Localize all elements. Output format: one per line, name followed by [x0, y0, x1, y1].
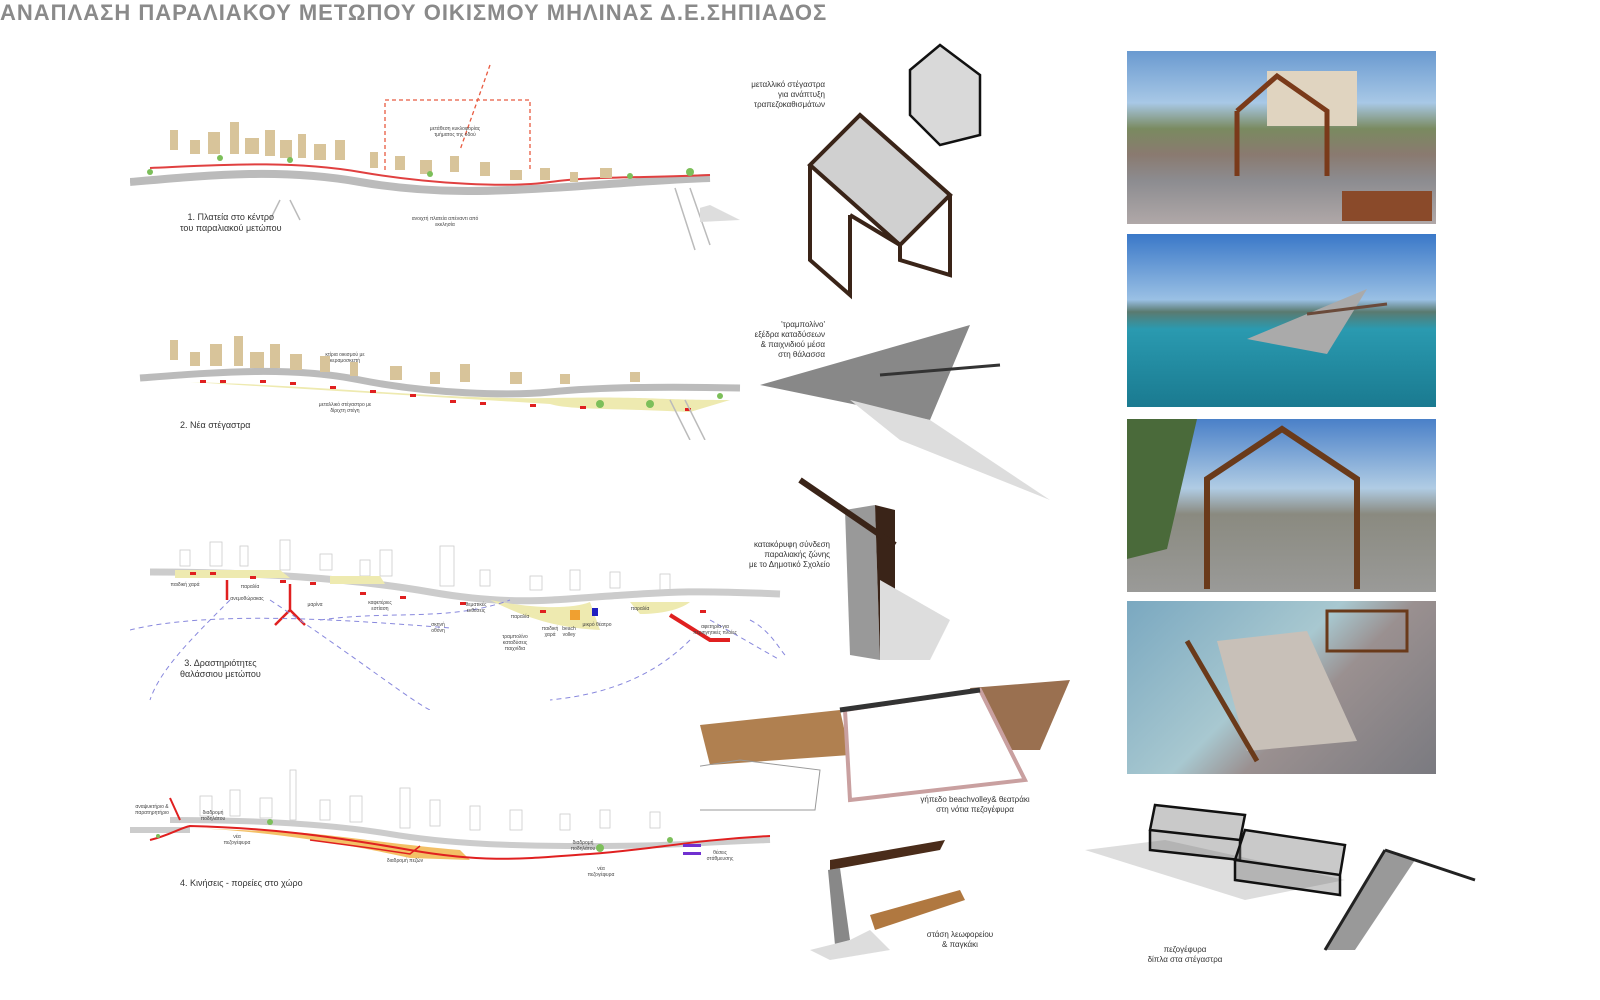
- plan-caption: 2. Νέα στέγαστρα: [180, 420, 251, 430]
- caption-line: 3. Δραστηριότητες: [184, 658, 257, 668]
- plan-caption: 3. Δραστηριότητες θαλάσσιου μετώπου: [180, 658, 261, 680]
- plan-1-square: μετάθεση κυκλοφορίας τμήματος της οδού α…: [130, 60, 790, 260]
- label-line: γήπεδο beachvolley& θεατράκι: [920, 795, 1030, 804]
- plan-note: παραλία: [630, 606, 650, 612]
- render-canopy-square: [1127, 51, 1436, 224]
- label-line: στάση λεωφορείου: [926, 930, 994, 939]
- caption-line: 1. Πλατεία στο κέντρο: [187, 212, 275, 222]
- render-trampoline: [1127, 234, 1436, 407]
- plan-note: τραμπολίνο καταδύσεις παιχνίδια: [502, 634, 528, 652]
- label-line: τραπεζοκαθισμάτων: [753, 100, 825, 109]
- plan-note: ανοιχτή πλατεία απέναντι από εκκλησία: [411, 216, 479, 228]
- plan-note: μετάθεση κυκλοφορίας τμήματος της οδού: [429, 126, 481, 138]
- caption-line: του παραλιακού μετώπου: [180, 223, 282, 233]
- plan-note: beach volley: [562, 626, 576, 638]
- plan-note: νέα πεζογέφυρα: [223, 834, 251, 846]
- board-title: ΑΝΑΠΛΑΣΗ ΠΑΡΑΛΙΑΚΟΥ ΜΕΤΩΠΟΥ ΟΙΚΙΣΜΟΥ ΜΗΛ…: [0, 0, 828, 25]
- label-line: & παιχνιδιού μέσα: [760, 340, 825, 349]
- plan-note: παιδική χαρά: [541, 626, 559, 638]
- label-line: στη νότια πεζογέφυρα: [936, 805, 1014, 814]
- plan-note: παραλία: [510, 614, 530, 620]
- label-line: στη θάλασσα: [778, 350, 825, 359]
- plan-4-movements: αναψυκτήριο & παρατηρητήριο διαδρομή ποδ…: [130, 740, 790, 940]
- plan-note: μικρό θέατρο: [582, 622, 612, 628]
- model-label: 'τραμπολίνο'εξέδρα καταδύσεων& παιχνιδιο…: [735, 320, 825, 360]
- label-line: 'τραμπολίνο': [781, 320, 825, 329]
- site-plan-drawing: [130, 539, 786, 710]
- footbridge-canopies-model: [1085, 803, 1476, 951]
- plan-note: θεματικές εκθέσεις: [465, 602, 487, 614]
- site-plan-drawing: [139, 336, 741, 440]
- plan-note: ανεμοθώρακας: [230, 596, 264, 602]
- plan-note: παιδική χαρά: [170, 582, 200, 588]
- plan-note: διαδρομή ποδηλάτου: [200, 810, 226, 822]
- plan-3-activities: παιδική χαρά παραλία ανεμοθώρακας μαρίνα…: [130, 510, 790, 710]
- label-line: & παγκάκι: [942, 940, 978, 949]
- plan-caption: 1. Πλατεία στο κέντρο του παραλιακού μετ…: [180, 212, 282, 234]
- model-label: στάση λεωφορείου& παγκάκι: [910, 930, 1010, 950]
- site-plan-drawing: [130, 769, 771, 860]
- label-line: πεζογέφυρα: [1163, 945, 1207, 954]
- bus-stop-model: [810, 840, 965, 960]
- label-line: εξέδρα καταδύσεων: [754, 330, 825, 339]
- site-plan-drawing: [130, 64, 711, 251]
- plan-note: καφετέριες εστίαση: [368, 600, 392, 612]
- plan-note: σκηνή οθόνη: [431, 622, 445, 634]
- label-line: κατακόρυφη σύνδεση: [753, 540, 830, 549]
- vertical-link-model: [798, 477, 950, 660]
- model-illustrations: [700, 43, 1070, 960]
- beachvolley-model: [700, 680, 1070, 811]
- canopy-model: [700, 43, 982, 300]
- render-canopy-promenade: [1127, 419, 1436, 592]
- plan-note: αναψυκτήριο & παρατηρητήριο: [135, 804, 169, 816]
- render-beachvolley: [1127, 601, 1436, 774]
- label-line: με το Δημοτικό Σχολείο: [749, 560, 830, 569]
- plan-note: διαδρομή ποδηλάτου: [570, 840, 596, 852]
- plan-note: νέα πεζογέφυρα: [587, 866, 615, 878]
- caption-line: θαλάσσιου μετώπου: [180, 669, 261, 679]
- plan-note: μεταλλικό στέγαστρο με δίριχτη στέγη: [318, 402, 372, 414]
- plan-note: θέσεις στάθμευσης: [706, 850, 734, 862]
- plan-note: μαρίνα: [307, 602, 323, 608]
- label-line: παραλιακής ζώνης: [764, 550, 830, 559]
- plan-note: παραλία: [240, 584, 260, 590]
- plan-caption: 4. Κινήσεις - πορείες στο χώρο: [180, 878, 303, 888]
- label-line: μεταλλικό στέγαστρα: [751, 80, 825, 89]
- label-line: για ανάπτυξη: [778, 90, 825, 99]
- plan-note: κτίρια οικισμού με κεραμοσκεπή: [325, 352, 365, 364]
- plan-note: αφετηρία για περιηγητικές πλοίες: [693, 624, 737, 636]
- trampoline-model: [760, 325, 1050, 500]
- plan-2-canopies: κτίρια οικισμού με κεραμοσκεπή μεταλλικό…: [130, 300, 790, 500]
- plan-note: διαδρομή πεζών: [386, 858, 424, 864]
- label-line: δίπλα στα στέγαστρα: [1147, 955, 1223, 964]
